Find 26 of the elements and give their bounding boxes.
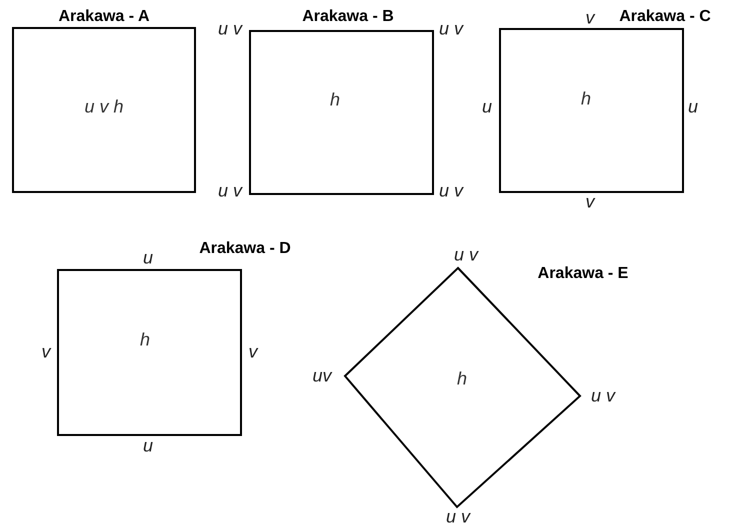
grid-title: Arakawa - A <box>58 8 150 26</box>
variable-label: u v <box>446 506 470 526</box>
variable-label: u <box>143 248 153 268</box>
variable-label: v <box>586 8 594 28</box>
grid-title: Arakawa - D <box>199 240 291 258</box>
variable-label: u <box>688 96 698 118</box>
variable-label: h <box>140 330 150 350</box>
variable-label: v <box>586 192 594 212</box>
grid-title: Arakawa - E <box>538 265 628 283</box>
variable-label: u v <box>591 386 615 406</box>
variable-label: u v <box>439 180 463 202</box>
variable-label: u v <box>218 18 242 40</box>
variable-label: h <box>330 90 340 110</box>
variable-label: v <box>42 342 50 362</box>
variable-label: h <box>581 88 591 110</box>
variable-label: u v <box>454 244 478 266</box>
variable-label: v <box>248 342 258 362</box>
variable-label: u v <box>218 180 242 202</box>
grid-title: Arakawa - B <box>302 8 394 26</box>
variable-label: u v <box>439 18 463 40</box>
variable-label: uv <box>312 366 332 386</box>
variable-label: u <box>143 436 153 456</box>
variable-label: h <box>457 368 467 390</box>
variable-label: u v h <box>84 96 124 118</box>
grid-title: Arakawa - C <box>619 8 711 26</box>
variable-label: u <box>482 96 492 118</box>
